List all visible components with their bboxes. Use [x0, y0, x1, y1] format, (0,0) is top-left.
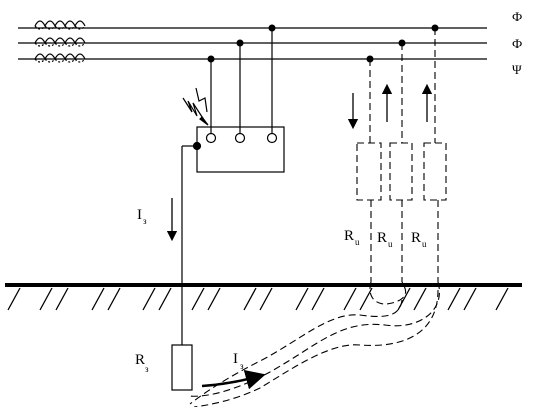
grounding-conductor	[181, 141, 202, 345]
insulation-resistance-subscript-2: u	[388, 239, 393, 249]
equipment-housing	[196, 28, 285, 173]
insulation-resistance-subscript-1: u	[355, 237, 360, 247]
insulation-leakage-paths	[356, 28, 447, 282]
soil-current-label: I	[233, 351, 238, 367]
insulation-resistance-subscript-3: u	[422, 239, 427, 249]
soil-return-paths	[187, 281, 440, 407]
phase-label-2: Ф	[512, 36, 522, 51]
terminal	[205, 132, 217, 144]
coil-phase-3	[34, 53, 86, 63]
ground-electrode	[171, 344, 193, 391]
ground-resistance-label: R	[135, 352, 145, 368]
soil-current-subscript: з	[240, 361, 244, 371]
phase-label-1: Ф	[512, 9, 522, 24]
coil-phase-2	[34, 37, 86, 47]
insulation-resistor	[356, 142, 382, 201]
ground-hatching	[7, 287, 509, 311]
insulation-resistance-label-3: R	[411, 230, 421, 246]
lightning-spark-icon	[182, 87, 209, 126]
phase-lines	[18, 27, 487, 60]
terminal	[234, 132, 246, 144]
insulation-resistor	[423, 142, 447, 201]
fault-current-label: I	[137, 207, 142, 223]
soil-current-arrow	[201, 369, 266, 390]
insulation-resistor	[389, 142, 413, 201]
ground-resistance-subscript: з	[145, 364, 149, 374]
insulation-resistance-label-1: R	[344, 228, 354, 244]
coil-phase-1	[34, 20, 86, 30]
insulation-resistance-label-2: R	[377, 230, 387, 246]
fault-current-subscript: з	[143, 216, 147, 226]
transformer-coil-icon	[34, 20, 86, 63]
terminal	[266, 132, 278, 144]
phase-label-3: Ψ	[512, 62, 522, 77]
